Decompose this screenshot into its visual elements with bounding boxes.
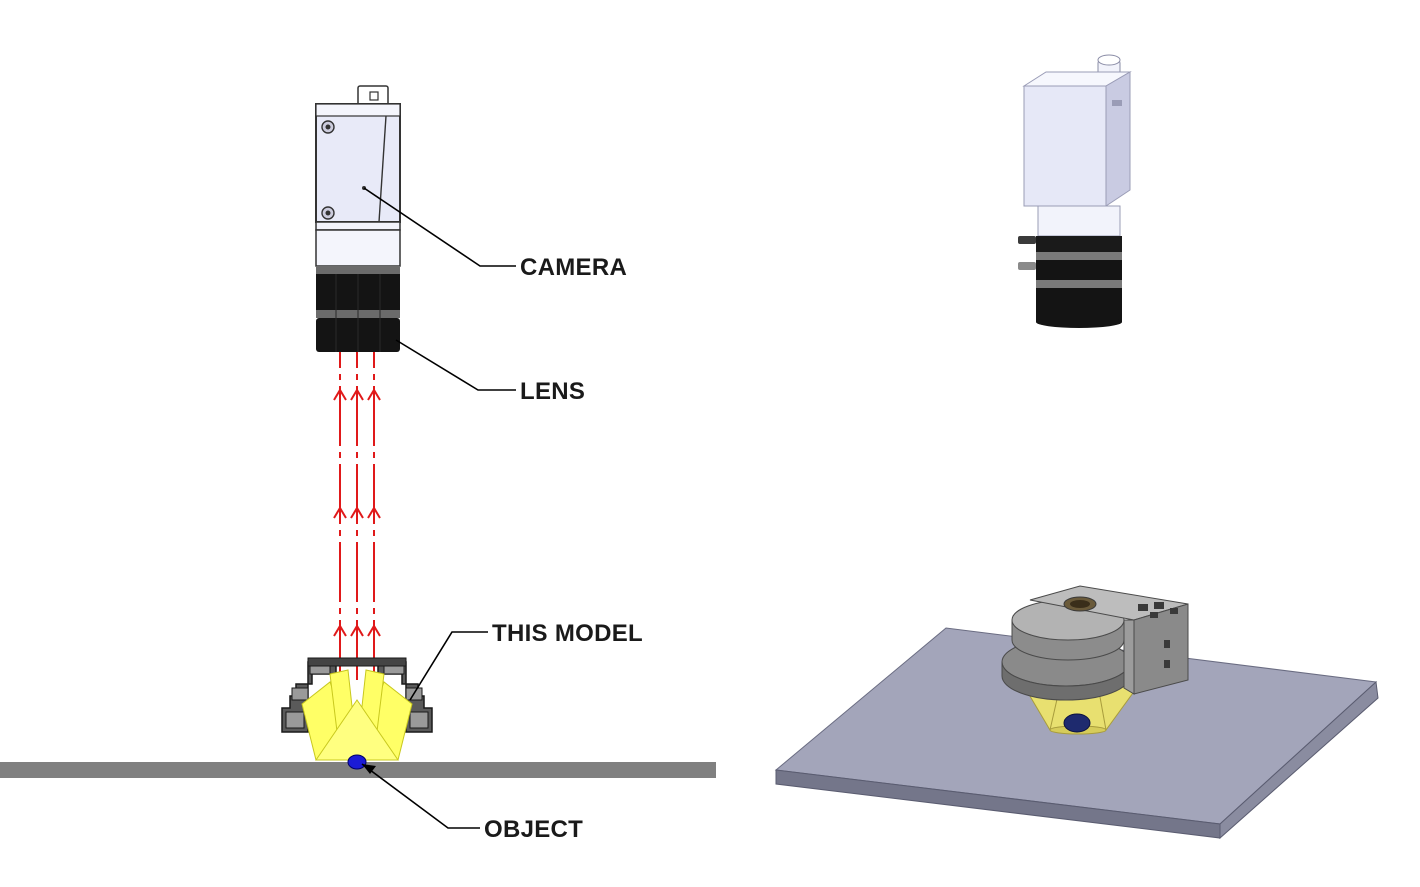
light-model-3d bbox=[1001, 585, 1189, 701]
lens-label: LENS bbox=[520, 378, 585, 405]
object-icon bbox=[347, 754, 367, 770]
ground-surface bbox=[0, 762, 716, 778]
leader-lines bbox=[361, 187, 516, 829]
camera-label: CAMERA bbox=[520, 254, 627, 281]
isometric-view bbox=[774, 54, 1379, 840]
model-label: THIS MODEL bbox=[492, 620, 643, 647]
camera-leader bbox=[363, 187, 516, 267]
lens-leader bbox=[395, 339, 516, 391]
schematic-view: CAMERA LENS THIS MODEL OBJECT bbox=[0, 85, 716, 843]
light-cones bbox=[301, 669, 413, 761]
object-leader bbox=[361, 763, 480, 829]
object-leader-arrow bbox=[362, 764, 376, 774]
model-leader bbox=[409, 631, 488, 701]
lens-icon bbox=[316, 266, 400, 352]
light-rays bbox=[333, 352, 381, 680]
object-3d bbox=[1063, 713, 1091, 733]
camera-icon bbox=[315, 85, 401, 267]
camera-3d bbox=[1018, 54, 1132, 328]
object-label: OBJECT bbox=[484, 816, 583, 843]
